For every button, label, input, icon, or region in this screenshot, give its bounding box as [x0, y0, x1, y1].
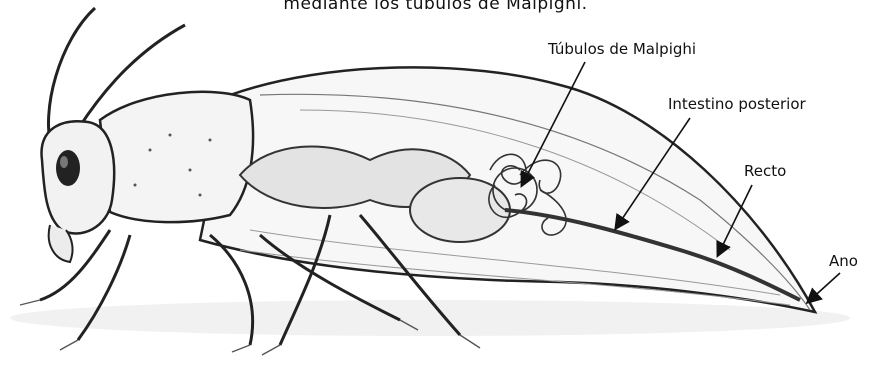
hindgut-chamber: [410, 178, 510, 242]
label-ano: Ano: [829, 252, 858, 270]
compound-eye: [56, 150, 80, 186]
label-intestino-posterior: Intestino posterior: [668, 95, 806, 113]
ground-shadow: [10, 300, 850, 336]
leader-ano: [808, 273, 840, 302]
label-recto: Recto: [744, 162, 786, 180]
pronotum: [100, 92, 253, 222]
label-tubulos-de-malpighi: Túbulos de Malpighi: [548, 40, 696, 58]
